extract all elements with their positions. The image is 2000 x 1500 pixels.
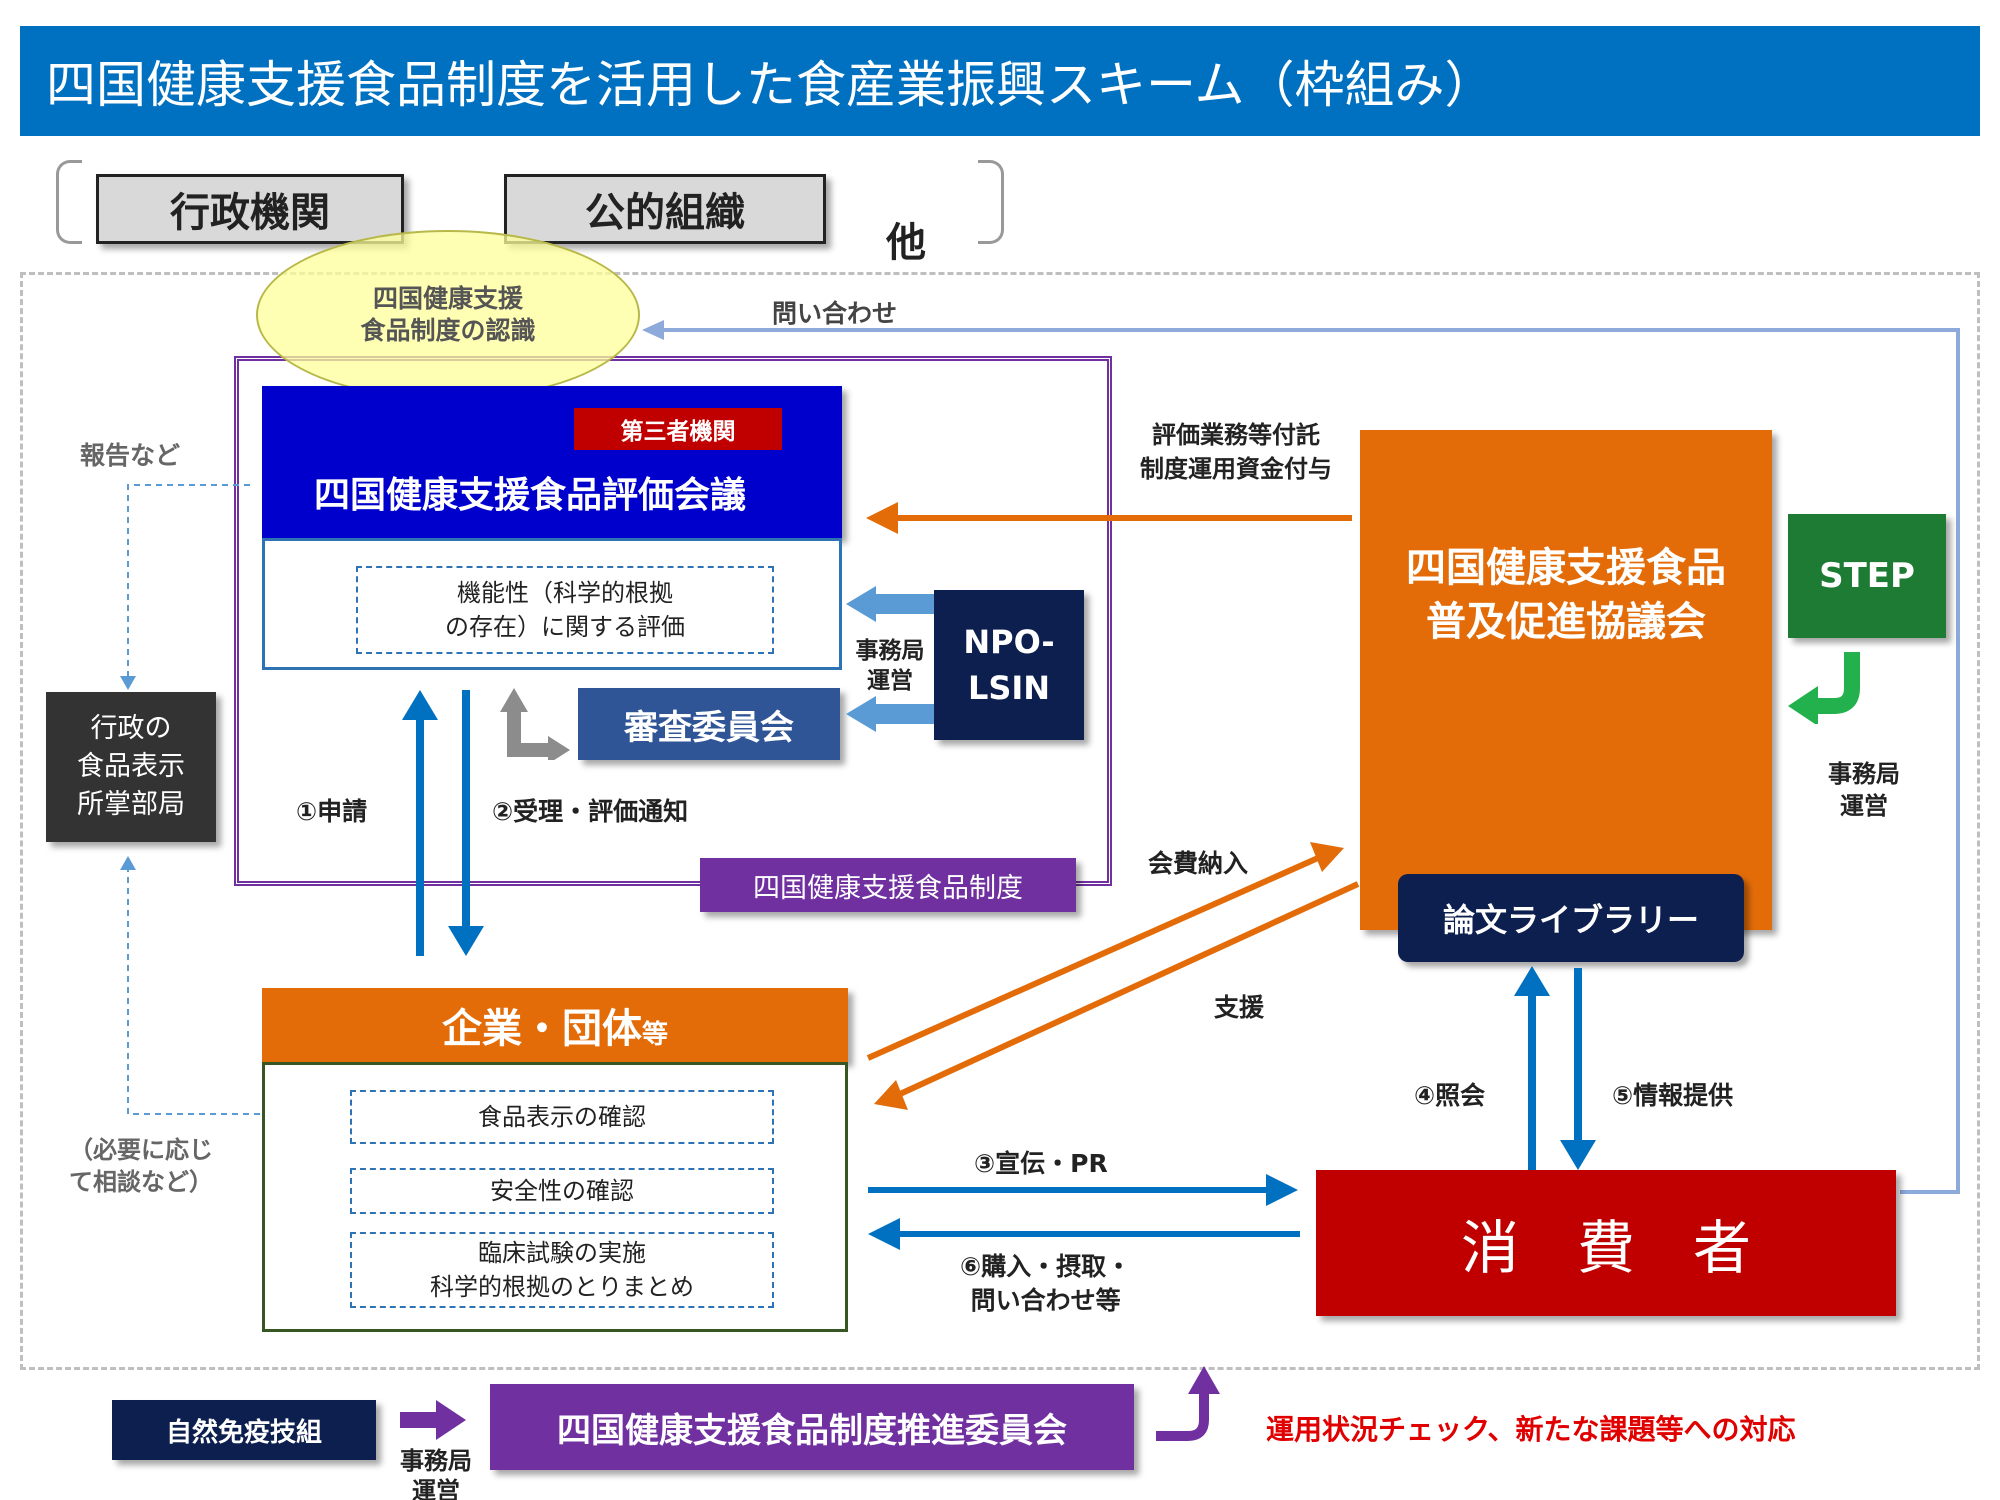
kigyo-item-rinsho-line1: 臨床試験の実施 — [478, 1239, 646, 1267]
suishin-jimukyoku-line2: 運営 — [412, 1477, 460, 1500]
toiawase-label: 問い合わせ — [772, 299, 898, 328]
gyosei-kikan-box: 行政機関 — [96, 174, 404, 244]
recognition-line2: 食品制度の認識 — [360, 316, 536, 345]
shokai-label: ④照会 — [1414, 1081, 1486, 1110]
shinsa-iinkai-label: 審査委員会 — [624, 707, 794, 748]
library-box: 論文ライブラリー — [1398, 874, 1744, 962]
kigyo-item-rinsho-line2: 科学的根拠のとりまとめ — [430, 1273, 694, 1301]
suishin-jimukyoku-line1: 事務局 — [400, 1447, 472, 1475]
kaihi-label: 会費納入 — [1148, 849, 1249, 878]
kigyo-title: 企業・団体 — [441, 1006, 642, 1052]
gyosei-bukyoku-line2: 食品表示 — [77, 751, 185, 782]
kinousei-line2: の存在）に関する評価 — [445, 613, 685, 641]
senden-konyu-arrows — [868, 1174, 1300, 1250]
shinsei-juri-arrows — [402, 690, 484, 956]
kyogikai-line1: 四国健康支援食品 — [1406, 545, 1726, 591]
joho-label: ⑤情報提供 — [1612, 1081, 1734, 1110]
soudan-line2: て相談など） — [69, 1168, 213, 1196]
shohisha-box: 消 費 者 — [1316, 1170, 1896, 1316]
suishin-up-arrow-icon — [1156, 1366, 1220, 1441]
kigyo-suffix: 等 — [641, 1019, 668, 1050]
right-bracket — [978, 160, 1004, 244]
shinsa-iinkai-box: 審査委員会 — [578, 688, 840, 760]
shien-label: 支援 — [1214, 993, 1265, 1022]
npo-jimukyoku-line2: 運営 — [867, 668, 913, 694]
recognition-line1: 四国健康支援 — [372, 284, 523, 313]
seido-frame — [234, 356, 1112, 886]
shizen-label: 自然免疫技組 — [165, 1417, 322, 1448]
soudan-line1: （必要に応じ — [69, 1136, 213, 1164]
shizen-box: 自然免疫技組 — [112, 1400, 376, 1460]
hoka-label: 他 — [886, 220, 926, 266]
soudan-label: （必要に応じ て相談など） — [56, 1134, 226, 1198]
gyosei-bukyoku-box: 行政の 食品表示 所掌部局 — [46, 692, 216, 842]
itaku-label: 評価業務等付託 制度運用資金付与 — [1116, 418, 1356, 486]
juri-label: ②受理・評価通知 — [492, 797, 689, 826]
recognition-ellipse: 四国健康支援 食品制度の認識 — [256, 230, 640, 400]
npo-arrows — [846, 586, 934, 732]
itaku-arrow — [866, 502, 1352, 534]
kigyo-item-anzen-text: 安全性の確認 — [490, 1177, 634, 1205]
gyosei-kikan-label: 行政機関 — [170, 190, 330, 236]
suishin-jimukyoku-label: 事務局 運営 — [388, 1446, 484, 1500]
koteki-soshiki-label: 公的組織 — [585, 190, 745, 236]
page-title-text: 四国健康支援食品制度を活用した食産業振興スキーム（枠組み） — [46, 56, 1495, 114]
kigyo-item-hyoji-text: 食品表示の確認 — [478, 1103, 646, 1131]
shinsa-bent-arrow-icon — [500, 688, 570, 760]
left-bracket — [56, 160, 82, 244]
suishin-iinkai-box: 四国健康支援食品制度推進委員会 — [490, 1384, 1134, 1470]
step-jimukyoku-line2: 運営 — [1840, 792, 1888, 820]
senden-label: ③宣伝・PR — [974, 1149, 1108, 1178]
kigyo-item-hyoji: 食品表示の確認 — [350, 1090, 774, 1144]
npo-lsin-box: NPO- LSIN — [934, 590, 1084, 740]
seido-label-box: 四国健康支援食品制度 — [700, 858, 1076, 912]
kigyo-header: 企業・団体 等 — [262, 988, 848, 1062]
daisansha-badge: 第三者機関 — [574, 408, 782, 450]
itaku-line2: 制度運用資金付与 — [1140, 455, 1332, 483]
konyu-line2: 問い合わせ等 — [970, 1286, 1121, 1315]
npo-line2: LSIN — [967, 669, 1051, 707]
outer-dashed-frame — [20, 272, 1980, 1370]
hokoku-label: 報告など — [80, 441, 181, 470]
step-label: STEP — [1819, 556, 1915, 596]
shinsei-label: ①申請 — [296, 797, 368, 826]
library-label: 論文ライブラリー — [1442, 901, 1699, 939]
hyoka-kaigi-header: 第三者機関 四国健康支援食品評価会議 — [262, 386, 842, 538]
npo-line1: NPO- — [963, 623, 1055, 661]
koteki-soshiki-box: 公的組織 — [504, 174, 826, 244]
step-box: STEP — [1788, 514, 1946, 638]
page-title: 四国健康支援食品制度を活用した食産業振興スキーム（枠組み） — [20, 26, 1980, 136]
konyu-line1: ⑥購入・摂取・ — [960, 1252, 1132, 1281]
gyosei-bukyoku-line3: 所掌部局 — [77, 789, 185, 820]
kyogikai-line2: 普及促進協議会 — [1426, 599, 1706, 645]
itaku-line1: 評価業務等付託 — [1152, 421, 1320, 449]
step-jimukyoku-label: 事務局 運営 — [1816, 758, 1912, 822]
gyosei-bukyoku-line1: 行政の — [90, 713, 172, 744]
check-label: 運用状況チェック、新たな課題等への対応 — [1266, 1413, 1796, 1446]
seido-label-text: 四国健康支援食品制度 — [753, 872, 1023, 904]
step-return-arrow-icon — [1788, 652, 1860, 724]
npo-jimukyoku-line1: 事務局 — [855, 638, 925, 664]
kyogikai-box: 四国健康支援食品 普及促進協議会 — [1360, 430, 1772, 930]
kinousei-line1: 機能性（科学的根拠 — [457, 579, 673, 607]
daisansha-badge-text: 第三者機関 — [620, 419, 736, 445]
npo-jimukyoku-label: 事務局 運営 — [844, 636, 936, 696]
konyu-label: ⑥購入・摂取・ 問い合わせ等 — [960, 1250, 1131, 1318]
step-jimukyoku-line1: 事務局 — [1828, 760, 1900, 788]
hyoka-kaigi-title: 四国健康支援食品評価会議 — [314, 475, 747, 516]
shohisha-label: 消 費 者 — [1460, 1214, 1751, 1282]
shizen-arrow-icon — [400, 1400, 466, 1440]
shokai-joho-arrows — [1514, 966, 1596, 1170]
kigyo-item-anzen: 安全性の確認 — [350, 1168, 774, 1214]
kigyo-item-rinsho: 臨床試験の実施 科学的根拠のとりまとめ — [350, 1232, 774, 1308]
kinousei-hyoka-box: 機能性（科学的根拠 の存在）に関する評価 — [356, 566, 774, 654]
suishin-iinkai-label: 四国健康支援食品制度推進委員会 — [557, 1410, 1067, 1451]
